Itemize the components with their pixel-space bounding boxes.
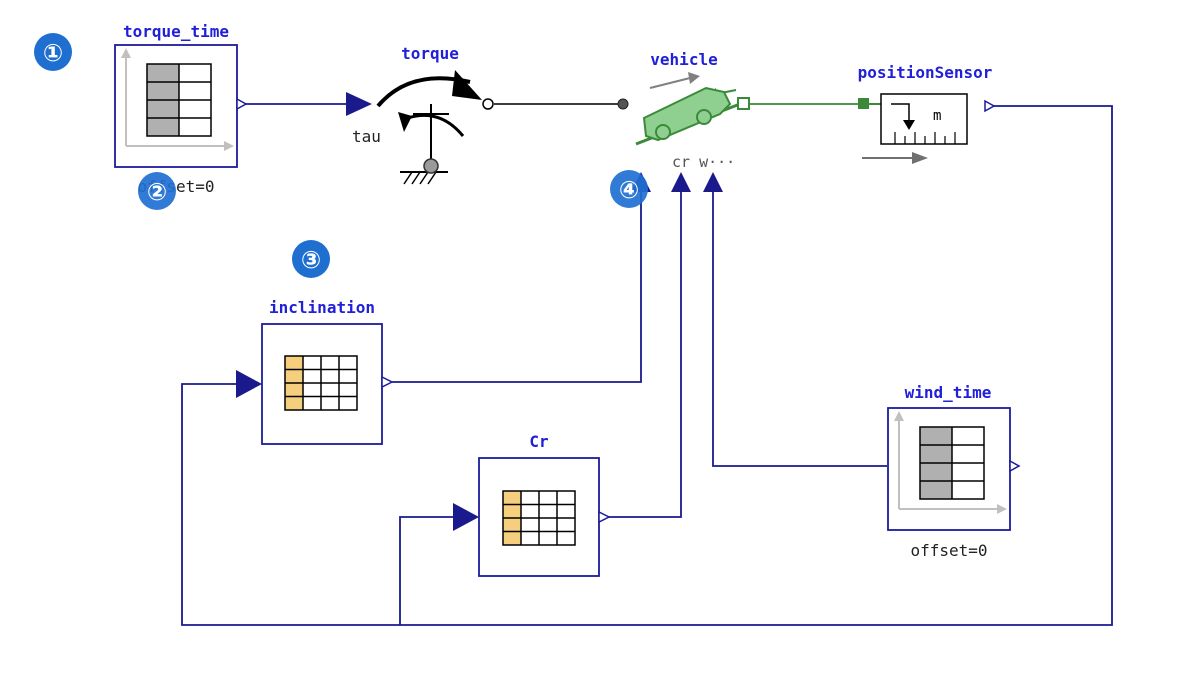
wire-wind-to-vehicle[interactable] (712, 192, 887, 467)
position-sensor-icon (862, 93, 968, 164)
torque-source-icon (376, 70, 494, 185)
vehicle-wind-input-port[interactable] (703, 172, 723, 192)
wind-time-param: offset=0 (910, 541, 987, 560)
badge-4: ④ (610, 170, 648, 208)
torque-time-output-port[interactable] (236, 97, 248, 111)
vehicle-input-labels: cr w··· (672, 153, 735, 171)
position-sensor-title: positionSensor (858, 63, 993, 82)
badge-2: ② (138, 172, 176, 210)
block-position-sensor[interactable]: positionSensor m (858, 63, 996, 164)
block-torque[interactable]: torque tau (346, 44, 494, 185)
cr-title: Cr (529, 432, 548, 451)
cr-output-port[interactable] (598, 510, 611, 524)
cr-input-port[interactable] (453, 503, 479, 531)
badge-1-label: ① (43, 39, 63, 67)
inclination-input-port[interactable] (236, 370, 262, 398)
badge-4-label: ④ (619, 176, 639, 204)
vehicle-cr-input-port[interactable] (671, 172, 691, 192)
block-torque-time[interactable]: torque_time offset=0 (114, 22, 248, 196)
torque-input-label: tau (352, 127, 381, 146)
badge-3: ③ (292, 240, 330, 278)
wind-time-title: wind_time (905, 383, 992, 402)
wire-position-feedback[interactable] (181, 105, 1113, 626)
block-vehicle[interactable]: vehicle cr w··· (617, 50, 750, 192)
inclination-title: inclination (269, 298, 375, 317)
block-cr[interactable]: Cr (453, 432, 611, 577)
position-sensor-unit: m (933, 108, 941, 124)
torque-time-title: torque_time (123, 22, 229, 41)
wires (181, 103, 1113, 626)
badge-2-label: ② (147, 178, 167, 206)
vehicle-flange-port[interactable] (617, 98, 629, 110)
torque-title: torque (401, 44, 459, 63)
vehicle-title: vehicle (650, 50, 717, 69)
wire-inclination-to-vehicle[interactable] (392, 192, 642, 383)
torque-input-port[interactable] (346, 92, 372, 116)
vehicle-output-port[interactable] (737, 97, 750, 110)
wind-time-output-port[interactable] (1009, 459, 1021, 473)
position-sensor-output-port[interactable] (984, 99, 996, 113)
position-sensor-input-port[interactable] (858, 98, 869, 109)
block-inclination[interactable]: inclination (236, 298, 394, 445)
badge-1: ① (34, 33, 72, 71)
inclination-output-port[interactable] (381, 375, 394, 389)
wire-feedback-to-cr[interactable] (399, 516, 455, 625)
block-wind-time[interactable]: wind_time offset=0 (887, 383, 1021, 560)
wire-cr-to-vehicle[interactable] (608, 192, 682, 518)
badge-3-label: ③ (301, 246, 321, 274)
vehicle-icon (635, 72, 741, 146)
